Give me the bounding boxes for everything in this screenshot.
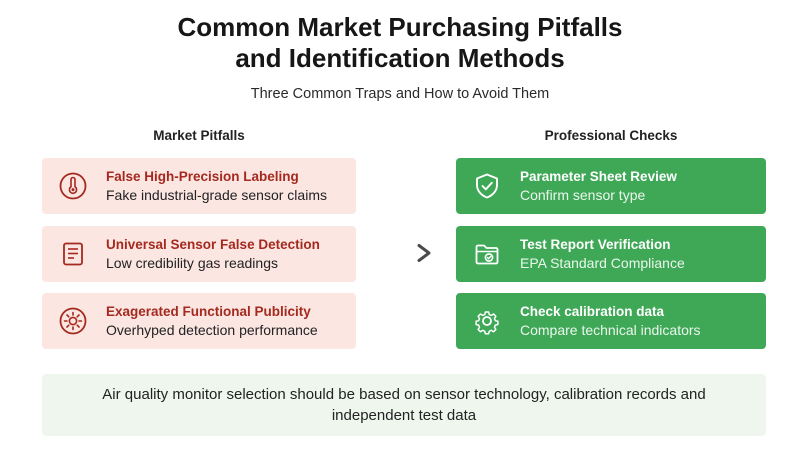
pitfall-description: Fake industrial-grade sensor claims: [106, 186, 327, 203]
page-title: Common Market Purchasing Pitfalls and Id…: [0, 12, 800, 74]
page-title-line-2: and Identification Methods: [235, 43, 565, 73]
document-list-icon: [58, 239, 88, 269]
check-card-2: Test Report Verification EPA Standard Co…: [456, 226, 766, 282]
pitfall-card-2: Universal Sensor False Detection Low cre…: [42, 226, 356, 282]
pitfall-title: False High-Precision Labeling: [106, 168, 299, 184]
pitfall-card-1: False High-Precision Labeling Fake indus…: [42, 158, 356, 214]
pitfall-title: Universal Sensor False Detection: [106, 236, 320, 252]
check-title: Test Report Verification: [520, 236, 671, 252]
check-card-1: Parameter Sheet Review Confirm sensor ty…: [456, 158, 766, 214]
conclusion-note: Air quality monitor selection should be …: [42, 374, 766, 436]
pitfall-title: Exagerated Functional Publicity: [106, 303, 311, 319]
check-card-3: Check calibration data Compare technical…: [456, 293, 766, 349]
page-title-line-1: Common Market Purchasing Pitfalls: [177, 12, 623, 42]
page-subtitle: Three Common Traps and How to Avoid Them: [250, 86, 550, 102]
check-description: Compare technical indicators: [520, 321, 701, 338]
checks-column-heading: Professional Checks: [544, 128, 678, 143]
right-arrow-icon: [378, 244, 431, 262]
shield-check-icon: [472, 171, 502, 201]
pitfall-card-3: Exagerated Functional Publicity Overhype…: [42, 293, 356, 349]
check-title: Check calibration data: [520, 303, 665, 319]
check-description: EPA Standard Compliance: [520, 254, 685, 271]
check-description: Confirm sensor type: [520, 186, 646, 203]
gear-icon: [472, 306, 502, 336]
pitfall-description: Overhyped detection performance: [106, 321, 318, 338]
thermometer-icon: [58, 171, 88, 201]
conclusion-text: Air quality monitor selection should be …: [102, 386, 706, 424]
pitfalls-column-heading: Market Pitfalls: [153, 128, 245, 143]
check-title: Parameter Sheet Review: [520, 168, 677, 184]
report-folder-icon: [472, 239, 502, 269]
sun-burst-icon: [58, 306, 88, 336]
pitfall-description: Low credibility gas readings: [106, 254, 278, 271]
